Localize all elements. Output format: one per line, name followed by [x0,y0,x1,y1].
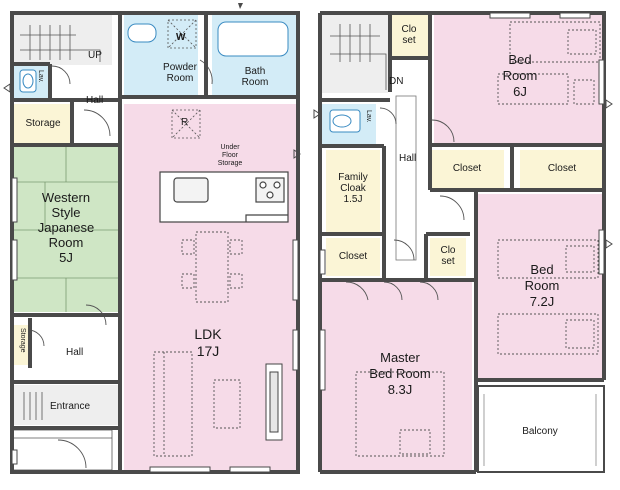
master-bed [355,371,445,457]
family-cloak-room [326,150,380,232]
second-floor [313,11,613,474]
markers-second [313,99,613,249]
washbasin [127,23,157,43]
tatami-lines [14,147,118,312]
balcony-rail [483,394,597,466]
closet-b-room [520,150,604,188]
toilet-fixture-first [19,69,37,93]
closet-mid-room [430,238,466,276]
sofa [153,351,241,457]
bathtub [217,21,289,57]
storage-top-room [14,104,70,144]
dining-table [181,231,243,303]
master-bedroom [322,282,472,470]
markers-first [3,3,301,159]
storage-side-room [14,325,28,365]
stairs-first [20,25,101,62]
closet-top-room [392,15,428,57]
stairs-second [330,24,387,90]
windows-first [11,177,299,473]
fridge-space [171,109,201,139]
balcony-area [478,388,602,470]
beds-72j [497,239,599,355]
hall-corridor [395,95,417,261]
door-swings-first [27,59,213,469]
closet-c-room [326,238,380,276]
walls-second [318,11,606,474]
windows-second [319,12,605,391]
bedroom-6j [434,15,602,143]
washer-space [167,19,197,49]
kitchen-counter [159,171,289,223]
entrance-area [14,385,118,425]
closet-a-room [430,150,504,188]
tv-board [265,363,283,441]
bedroom-72j [474,194,604,378]
staircase-area [12,15,112,65]
balcony-outline [477,385,605,473]
door-swings-second [345,107,465,301]
beds-6j [497,21,601,105]
toilet-fixture-second [329,109,361,133]
first-floor [3,3,301,474]
